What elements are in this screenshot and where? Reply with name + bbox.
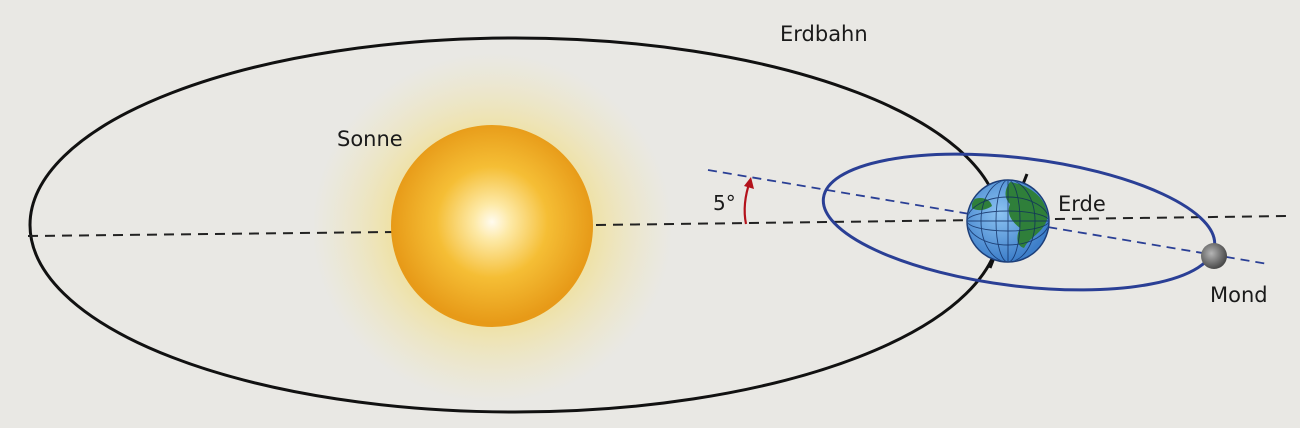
earth-label: Erde bbox=[1058, 192, 1106, 216]
moon bbox=[1201, 243, 1227, 269]
inclination-label: 5° bbox=[713, 191, 736, 215]
sun bbox=[391, 125, 593, 327]
moon-label: Mond bbox=[1210, 283, 1268, 307]
earth-orbit-label: Erdbahn bbox=[780, 22, 868, 46]
inclination-arrowhead bbox=[744, 177, 754, 189]
earth bbox=[966, 173, 1050, 269]
earth-continent bbox=[1005, 182, 1048, 248]
sun-label: Sonne bbox=[337, 127, 403, 151]
moon-plane-line bbox=[707, 169, 1269, 265]
ecliptic-line-right bbox=[595, 215, 1291, 226]
earth-continent-2 bbox=[972, 198, 992, 211]
